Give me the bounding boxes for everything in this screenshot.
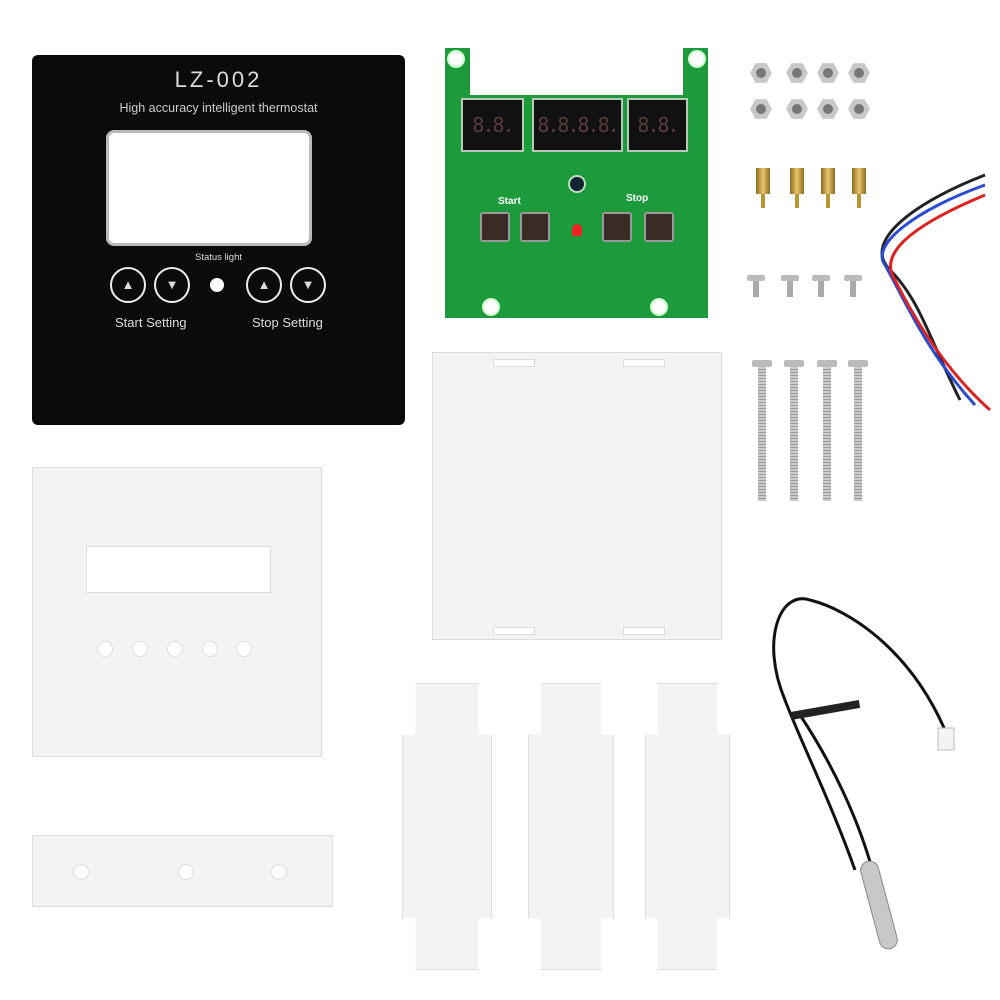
status-light	[210, 278, 224, 292]
led-display-center: 8.8.8.8.	[532, 98, 623, 152]
short-screw	[747, 275, 765, 297]
hex-nut	[848, 63, 870, 83]
down-arrow-icon: ▼	[301, 277, 315, 292]
acrylic-front-plate	[32, 467, 322, 757]
brass-standoff	[756, 168, 770, 208]
button-hole	[202, 641, 218, 657]
hex-nut	[817, 99, 839, 119]
slot	[493, 627, 535, 635]
pcb-stop-label: Stop	[626, 193, 649, 204]
tact-switch	[520, 212, 550, 242]
long-screw	[752, 360, 772, 501]
probe-cable	[772, 597, 947, 881]
mount-hole	[447, 50, 465, 68]
tact-switch	[644, 212, 674, 242]
hex-nut	[848, 99, 870, 119]
short-screw	[844, 275, 862, 297]
display-window	[106, 130, 312, 246]
start-setting-label: Start Setting	[115, 315, 187, 330]
long-screw	[848, 360, 868, 501]
button-hole	[97, 641, 113, 657]
brass-standoff	[852, 168, 866, 208]
button-hole	[167, 641, 183, 657]
cable-tie	[789, 699, 861, 721]
start-up-button: ▲	[110, 267, 146, 303]
tact-switch	[602, 212, 632, 242]
model-title: LZ-002	[174, 67, 263, 92]
wire-bundle	[880, 173, 991, 412]
hole	[73, 864, 89, 880]
up-arrow-icon: ▲	[257, 277, 271, 292]
tact-switch	[480, 212, 510, 242]
hex-nut	[786, 99, 808, 119]
long-screw	[817, 360, 837, 501]
hole	[178, 864, 194, 880]
panel-subtitle: High accuracy intelligent thermostat	[119, 101, 318, 115]
mount-hole	[650, 298, 668, 316]
brass-standoff	[790, 168, 804, 208]
acrylic-back-plate	[432, 352, 722, 640]
pcb-start-label: Start	[498, 196, 521, 207]
probe-connector	[937, 727, 955, 751]
button-hole	[132, 641, 148, 657]
led-display-right: 8.8.	[627, 98, 688, 152]
display-cutout	[86, 546, 271, 593]
buzzer	[568, 175, 586, 193]
hex-nut	[750, 99, 772, 119]
led-display-left: 8.8.	[461, 98, 524, 152]
short-screw	[812, 275, 830, 297]
hex-nut	[786, 63, 808, 83]
hex-nut	[750, 63, 772, 83]
front-panel-sticker: LZ-002 High accuracy intelligent thermos…	[32, 55, 405, 425]
mount-hole	[482, 298, 500, 316]
hole	[271, 864, 287, 880]
brass-standoff	[821, 168, 835, 208]
short-screw	[781, 275, 799, 297]
pcb-notch	[470, 40, 683, 95]
button-hole	[236, 641, 252, 657]
start-down-button: ▼	[154, 267, 190, 303]
down-arrow-icon: ▼	[165, 277, 179, 292]
red-led	[572, 224, 582, 236]
acrylic-side-panel	[402, 683, 492, 970]
mount-hole	[688, 50, 706, 68]
slot	[623, 359, 665, 367]
acrylic-side-strip	[32, 835, 333, 907]
stop-up-button: ▲	[246, 267, 282, 303]
status-light-label: Status light	[195, 252, 242, 263]
slot	[493, 359, 535, 367]
acrylic-side-panel	[645, 683, 730, 970]
slot	[623, 627, 665, 635]
acrylic-side-panel	[528, 683, 614, 970]
hex-nut	[817, 63, 839, 83]
long-screw	[784, 360, 804, 501]
probe-tip	[860, 860, 898, 950]
stop-setting-label: Stop Setting	[252, 315, 323, 330]
stop-down-button: ▼	[290, 267, 326, 303]
up-arrow-icon: ▲	[121, 277, 135, 292]
